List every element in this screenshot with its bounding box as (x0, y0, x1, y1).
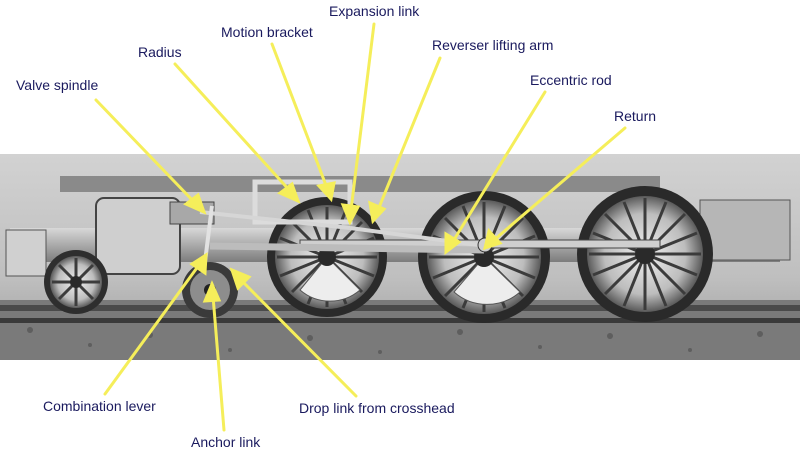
label-reverser-lifting-arm: Reverser lifting arm (432, 37, 553, 53)
driving-wheel-3 (577, 186, 713, 322)
label-motion-bracket: Motion bracket (221, 24, 313, 40)
cylinder-block (96, 198, 180, 274)
label-eccentric-rod: Eccentric rod (530, 72, 612, 88)
label-radius: Radius (138, 44, 182, 60)
driving-wheel-1 (267, 197, 387, 317)
rail-near (0, 318, 800, 323)
buffer-beam (6, 230, 46, 276)
pony-wheel (44, 250, 108, 314)
label-combination-lever: Combination lever (43, 398, 156, 414)
connecting-rod (210, 246, 484, 250)
label-valve-spindle: Valve spindle (16, 77, 98, 93)
label-return: Return (614, 108, 656, 124)
upper-frame (60, 176, 660, 192)
label-drop-link: Drop link from crosshead (299, 400, 455, 416)
label-expansion-link: Expansion link (329, 3, 419, 19)
label-anchor-link: Anchor link (191, 434, 260, 450)
rear-frame (700, 200, 790, 260)
